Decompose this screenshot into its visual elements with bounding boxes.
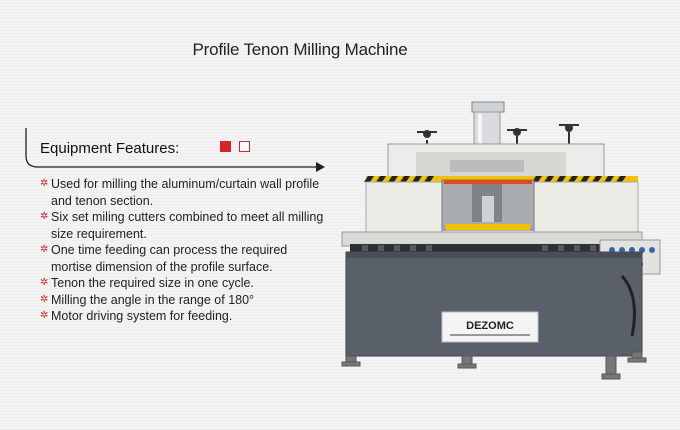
feature-list: ✲Used for milling the aluminum/curtain w…	[40, 176, 330, 325]
feature-item: ✲One time feeding can process the requir…	[40, 243, 288, 274]
feature-item: ✲Tenon the required size in one cycle.	[40, 276, 254, 290]
star-icon: ✲	[40, 211, 49, 222]
arrow-right-icon	[25, 128, 325, 172]
star-icon: ✲	[40, 293, 49, 305]
feature-item: ✲Motor driving system for feeding.	[40, 309, 233, 323]
features-header: Equipment Features:	[16, 128, 336, 176]
outline-square-icon	[239, 141, 250, 152]
star-icon: ✲	[40, 277, 49, 288]
page-title: Profile Tenon Milling Machine	[192, 40, 408, 59]
features-heading: Equipment Features:	[40, 140, 180, 157]
feature-item: ✲Milling the angle in the range of 180°	[40, 292, 255, 307]
brand-logo: DEZOMC	[466, 320, 514, 332]
machine-image: DEZOMC	[341, 101, 661, 380]
star-icon: ✲	[40, 178, 49, 189]
feature-item: ✲Used for milling the aluminum/curtain w…	[40, 177, 320, 208]
red-square-icon	[220, 141, 231, 152]
feature-item: ✲Six set miling cutters combined to meet…	[40, 210, 324, 241]
star-icon: ✲	[40, 244, 49, 255]
star-icon: ✲	[40, 310, 49, 321]
